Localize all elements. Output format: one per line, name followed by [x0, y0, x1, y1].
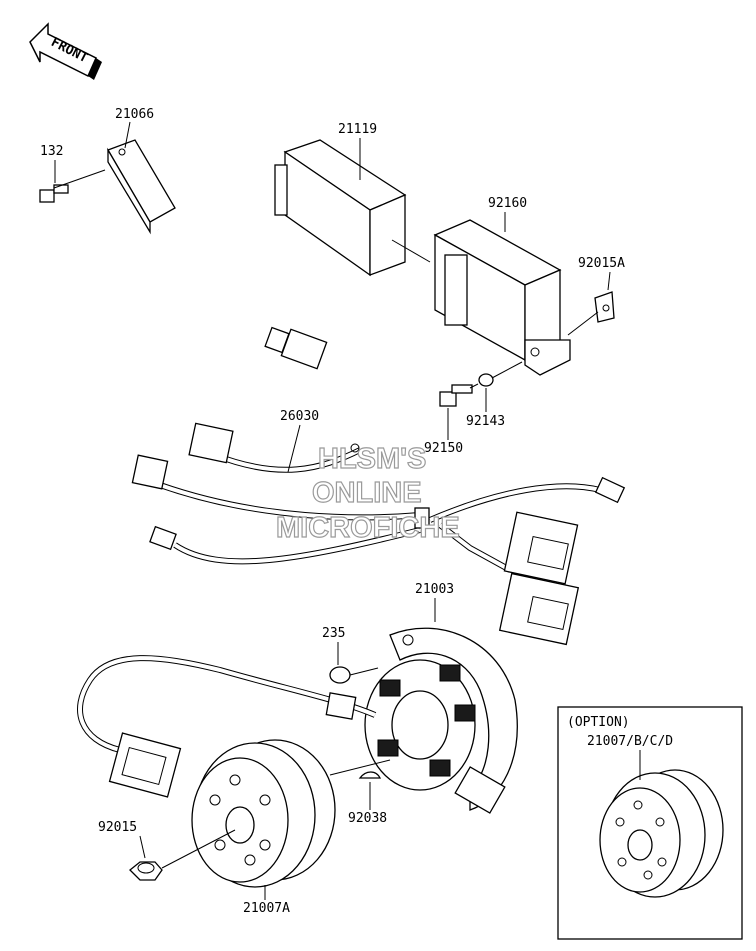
label-92015: 92015	[98, 820, 137, 835]
nut-92015	[129, 829, 236, 881]
label-21119: 21119	[338, 122, 377, 137]
watermark-line-3: MICROFICHE	[276, 512, 460, 544]
watermark-line-2: ONLINE	[312, 477, 422, 509]
stator-wire	[77, 655, 377, 798]
label-92150: 92150	[424, 441, 463, 456]
label-92038: 92038	[348, 811, 387, 826]
bolt-132	[39, 169, 106, 203]
ignitor-21119	[274, 139, 407, 277]
option-box	[557, 706, 743, 940]
harness-26030	[131, 422, 626, 646]
option-part-label: 21007/B/C/D	[587, 734, 673, 749]
label-132: 132	[40, 144, 63, 159]
collar-92143	[478, 361, 523, 387]
key-92038	[358, 771, 382, 779]
bracket-92160	[433, 219, 571, 376]
label-92160: 92160	[488, 196, 527, 211]
front-arrow-icon: FRONT	[29, 22, 102, 80]
label-235: 235	[322, 626, 345, 641]
watermark-line-1: HLSM'S	[318, 443, 426, 475]
watermark: HLSM'S ONLINE MICROFICHE	[275, 442, 460, 544]
stator-21003	[364, 627, 518, 814]
label-21007A: 21007A	[243, 901, 290, 916]
label-26030: 26030	[280, 409, 319, 424]
regulator-21066	[107, 139, 328, 370]
label-21003: 21003	[415, 582, 454, 597]
option-title: (OPTION)	[567, 715, 630, 730]
label-92015A: 92015A	[578, 256, 625, 271]
label-21066: 21066	[115, 107, 154, 122]
bolt-92150	[439, 383, 479, 407]
screw-235	[329, 666, 379, 684]
clip-92015A	[594, 291, 615, 323]
rotor-21007A	[191, 739, 336, 888]
label-92143: 92143	[466, 414, 505, 429]
